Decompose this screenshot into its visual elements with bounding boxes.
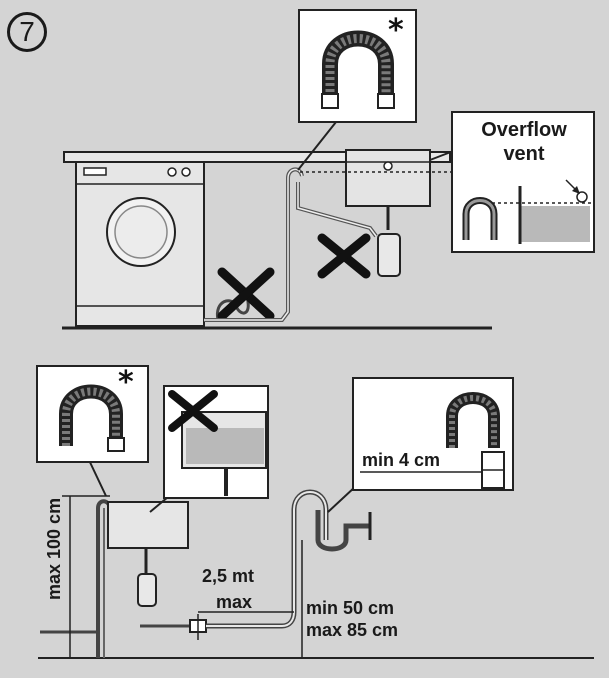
washing-machine-icon [75, 161, 205, 327]
wall-sink-icon [107, 501, 189, 607]
bottom-hook-callout [36, 365, 149, 463]
bottom-hook-asterisk: * [118, 365, 134, 400]
overflow-vent-label: Overflow vent [481, 119, 567, 165]
min-depth-label: min 4 cm [362, 450, 441, 470]
height-range-min-label: min 50 cm [306, 598, 395, 618]
max-height-label: max 100 cm [44, 497, 64, 600]
min-depth-detail [360, 392, 505, 489]
top-hook-asterisk: * [388, 13, 404, 48]
wrong-sink-detail [168, 390, 267, 496]
wrong-trap-x-icon [317, 233, 371, 279]
top-hose-hook-icon [321, 30, 395, 109]
hose-length-sub-label: max [216, 592, 253, 612]
step-number-badge: 7 [7, 12, 47, 52]
standpipe-trap [315, 510, 370, 552]
countertop [63, 151, 451, 163]
hose-length-label: 2,5 mt [202, 566, 255, 586]
bottom-hose-hook-icon [59, 384, 125, 452]
kitchen-sink-icon [345, 149, 431, 277]
height-range-max-label: max 85 cm [306, 620, 399, 640]
wrong-floor-x-icon [217, 267, 275, 321]
top-hook-callout [298, 9, 417, 123]
overflow-vent-detail [462, 179, 592, 244]
